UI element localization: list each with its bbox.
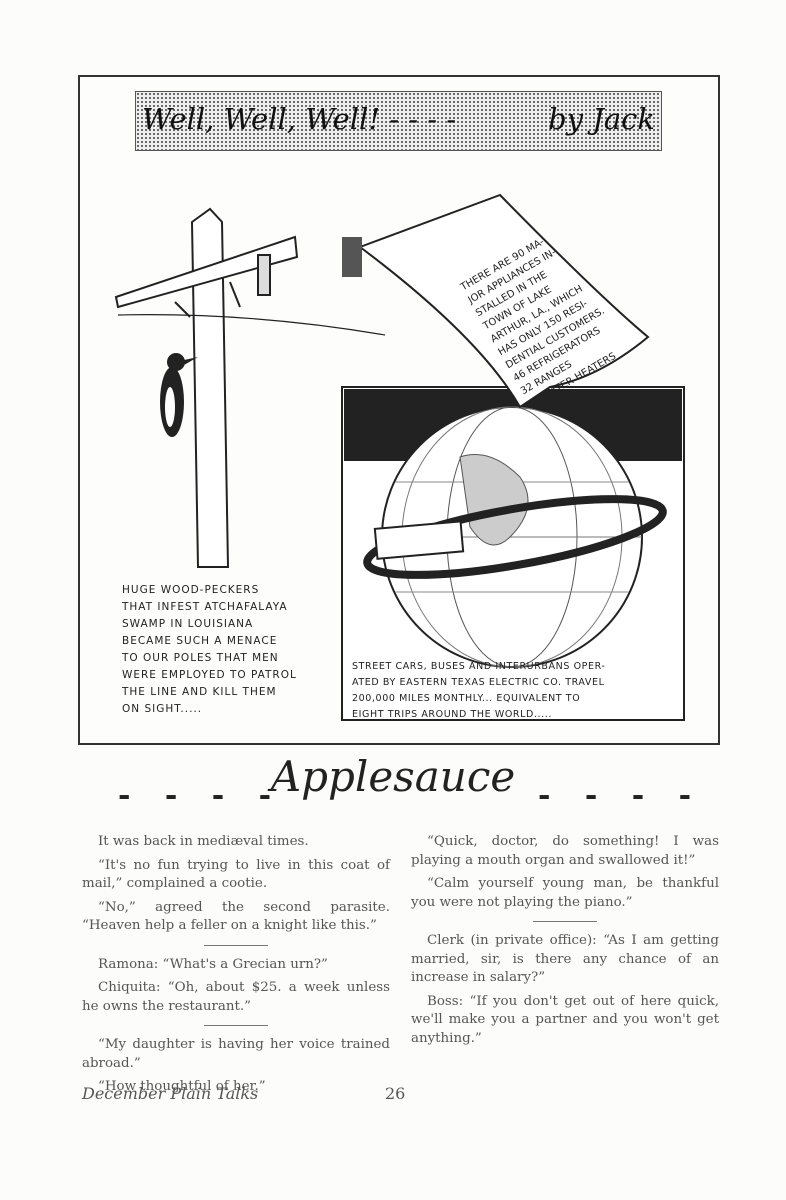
banner-author: by Jack: [548, 102, 655, 136]
page-number: 26: [385, 1084, 406, 1103]
cartoon-panel: Well, Well, Well! - - - - by Jack: [78, 75, 720, 745]
woodpecker-illustration: [160, 353, 198, 437]
globe-illustration: [363, 406, 667, 668]
joke-paragraph: “Calm yourself young man, be thankful yo…: [411, 876, 719, 910]
streetcar-illustration: [373, 520, 465, 560]
heading-dashes-left: - - - -: [118, 778, 284, 813]
paper-sign: [357, 193, 650, 409]
banner-title: Well, Well, Well! - - - -: [142, 102, 457, 136]
utility-pole-illustration: [114, 207, 386, 568]
joke-paragraph: “My daughter is having her voice trained…: [82, 1037, 390, 1071]
cartoon-banner: Well, Well, Well! - - - - by Jack: [135, 91, 662, 151]
left-column: It was back in mediæval times. “It's no …: [82, 833, 390, 1102]
joke-paragraph: It was back in mediæval times.: [98, 834, 309, 849]
divider: [204, 944, 268, 946]
hand-illustration: [342, 237, 362, 277]
divider: [204, 1025, 268, 1026]
right-column: “Quick, doctor, do something! I was play…: [411, 833, 719, 1053]
cartoon-illustration: [114, 193, 685, 721]
publication-name: December Plain Talks: [82, 1084, 259, 1103]
joke-paragraph: Clerk (in private office): “As I am gett…: [411, 933, 719, 985]
section-title: Applesauce: [270, 752, 516, 801]
joke-paragraph: “How thoughtful of her.”: [98, 1079, 266, 1094]
heading-dashes-right: - - - -: [538, 778, 704, 813]
joke-paragraph: Ramona: “What's a Grecian urn?”: [98, 956, 328, 972]
joke-paragraph: “No,” agreed the second parasite. “Heave…: [82, 899, 390, 934]
joke-paragraph: Boss: “If you don't get out of here quic…: [411, 993, 719, 1046]
divider: [533, 921, 597, 922]
woodpecker-caption: Huge wood-peckersthat infest Atchafalaya…: [122, 584, 297, 715]
streetcar-caption: Street Cars, Buses and Interurbans oper-…: [352, 661, 606, 720]
joke-paragraph: “It's no fun trying to live in this coat…: [82, 857, 390, 892]
joke-paragraph: “Quick, doctor, do something! I was play…: [411, 834, 719, 868]
joke-paragraph: Chiquita: “Oh, about $25. a week unless …: [82, 980, 390, 1014]
